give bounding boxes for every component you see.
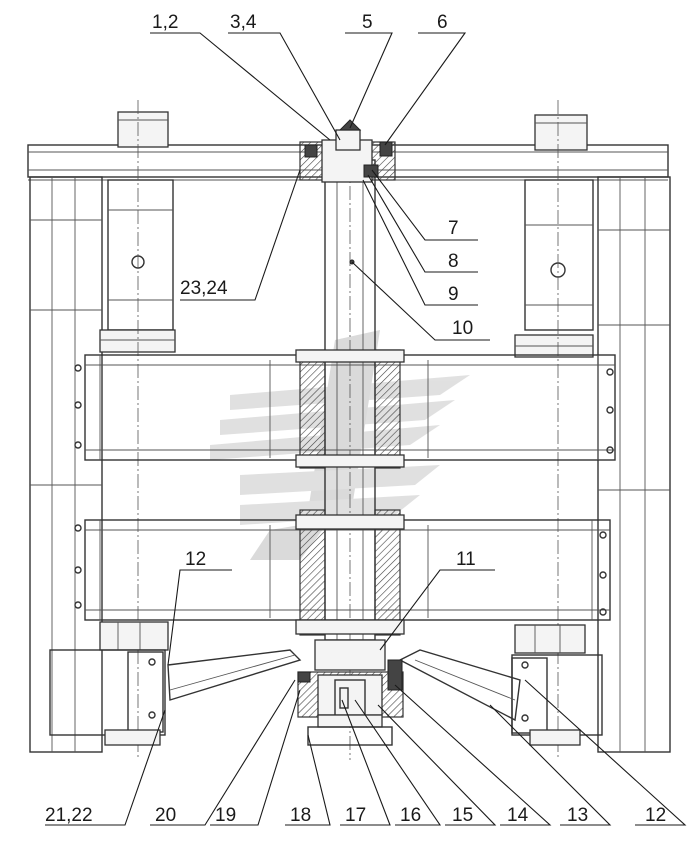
right-lower-bracket	[398, 624, 603, 746]
callout-21-22: 21,22	[45, 805, 93, 826]
callout-15: 15	[452, 805, 473, 826]
left-cylinder	[99, 100, 176, 760]
callout-11: 11	[456, 549, 476, 570]
leader-lines-bottom	[45, 569, 687, 826]
callout-18: 18	[290, 805, 311, 826]
callout-16: 16	[400, 805, 421, 826]
lower-cross-beam	[74, 519, 611, 621]
right-cylinder	[514, 100, 594, 760]
callout-1-2: 1,2	[152, 12, 178, 33]
callout-12-left: 12	[185, 549, 206, 570]
upper-sleeve	[295, 349, 405, 469]
top-hub-assembly	[299, 119, 396, 183]
callout-13: 13	[567, 805, 588, 826]
callout-3-4: 3,4	[230, 12, 257, 33]
left-side-column	[29, 176, 103, 753]
lower-sleeve	[295, 509, 405, 636]
callout-7: 7	[448, 218, 459, 239]
right-side-column	[597, 176, 671, 753]
callout-10: 10	[452, 318, 473, 339]
leader-lines-top	[150, 32, 490, 341]
callout-20: 20	[155, 805, 176, 826]
left-lower-bracket	[49, 621, 302, 746]
callout-labels: 1,2 3,4 5 6 7 8 9 10 23,24 11 12 21,22 2…	[45, 12, 666, 826]
callout-6: 6	[437, 12, 448, 33]
callout-23-24: 23,24	[180, 278, 228, 299]
bottom-hub-assembly	[297, 639, 404, 746]
callout-5: 5	[362, 12, 373, 33]
callout-12-right: 12	[645, 805, 666, 826]
callout-19: 19	[215, 805, 236, 826]
callout-17: 17	[345, 805, 366, 826]
callout-14: 14	[507, 805, 529, 826]
callout-9: 9	[448, 284, 459, 305]
callout-8: 8	[448, 251, 459, 272]
